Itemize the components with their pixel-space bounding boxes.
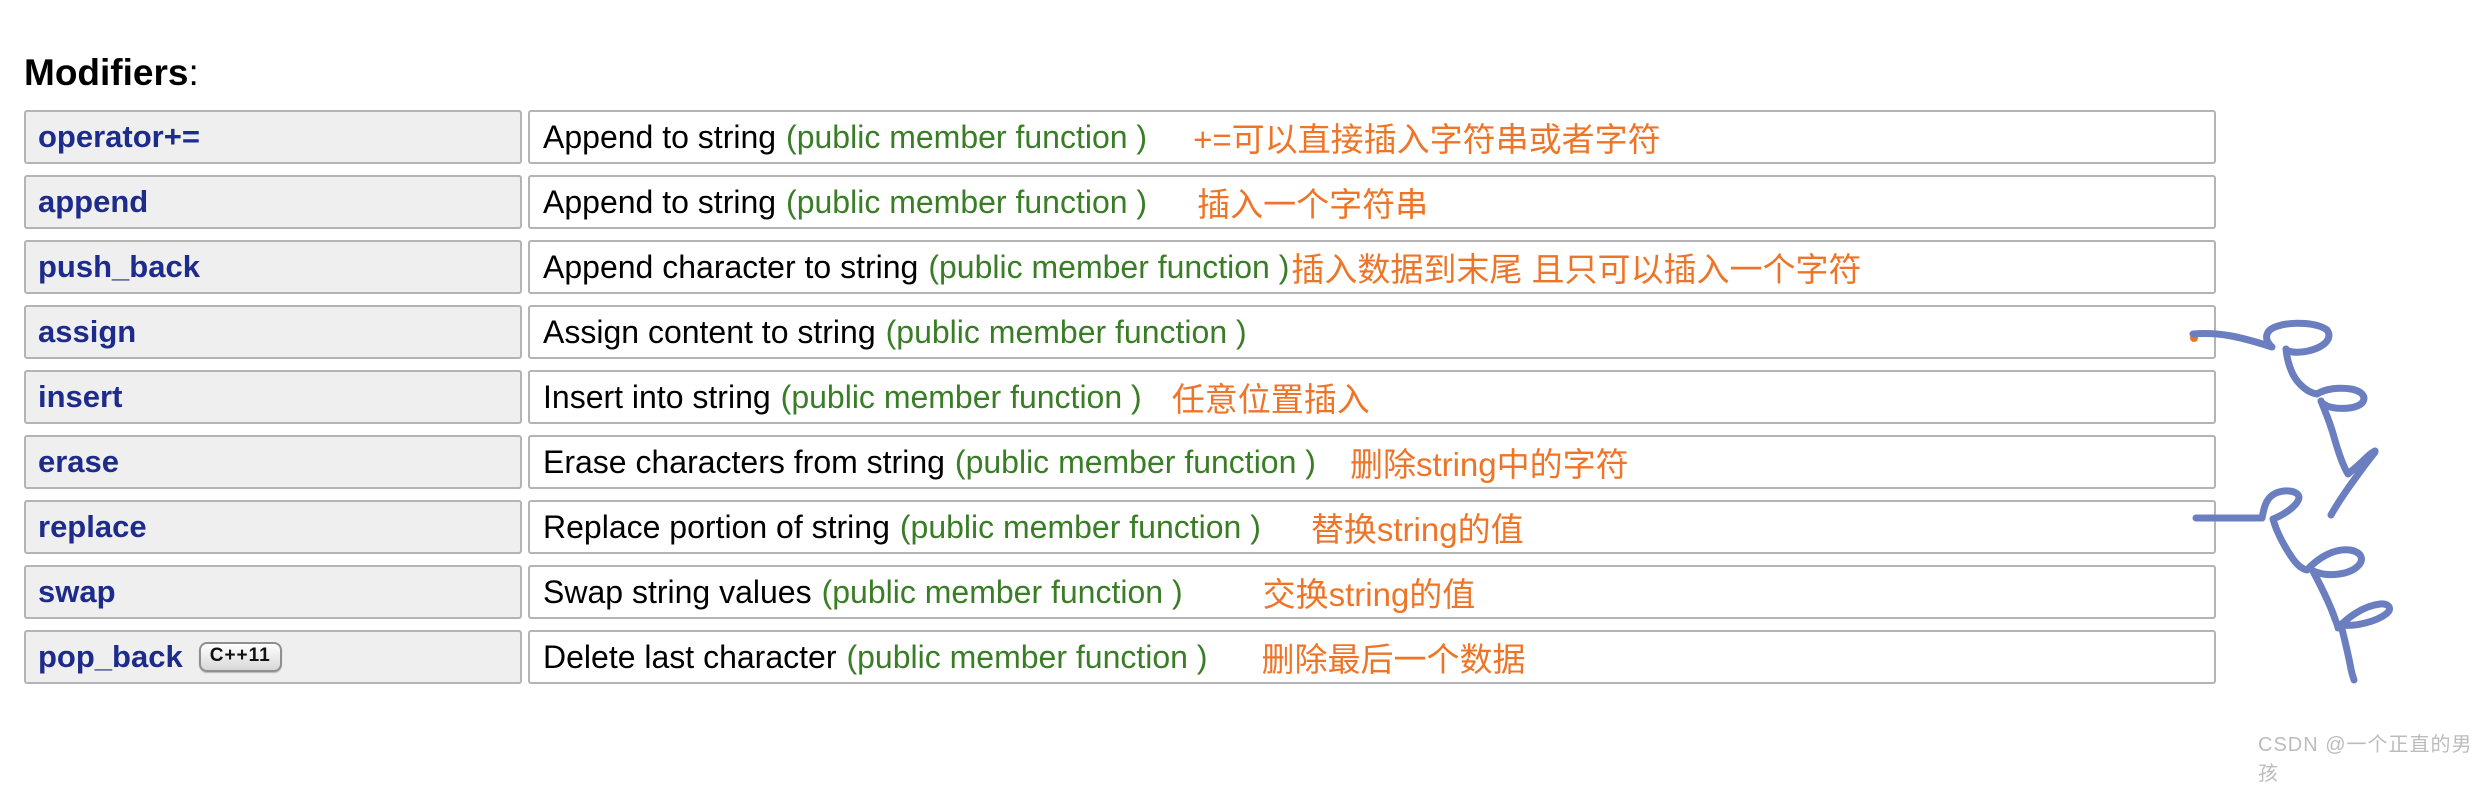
function-link[interactable]: push_back (38, 249, 200, 284)
function-desc-cell: Append character to string(public member… (528, 240, 2216, 294)
table-row: erase Erase characters from string(public… (24, 435, 2216, 489)
function-link[interactable]: append (38, 184, 149, 219)
function-description: Append to string (543, 183, 777, 220)
function-desc-cell: Swap string values(public member functio… (528, 565, 2216, 619)
function-description: Swap string values (543, 573, 812, 610)
annotation-note: 删除最后一个数据 (1261, 641, 1526, 678)
function-name-cell: pop_back C++11 (24, 630, 522, 684)
function-name-cell: append (24, 175, 522, 229)
function-description: Erase characters from string (543, 443, 945, 480)
handwritten-scribble (2189, 319, 2394, 684)
function-name-cell: erase (24, 435, 522, 489)
annotation-note: +=可以直接插入字符串或者字符 (1193, 121, 1661, 158)
member-function-type: (public member function ) (954, 443, 1316, 480)
scribble-stroke (2327, 448, 2379, 519)
member-function-type: (public member function ) (885, 313, 1247, 350)
member-function-type: (public member function ) (780, 378, 1142, 415)
function-link[interactable]: insert (38, 379, 123, 414)
function-desc-cell: Replace portion of string(public member … (528, 500, 2216, 554)
function-name-cell: replace (24, 500, 522, 554)
function-description: Append to string (543, 118, 777, 155)
annotation-note: 插入数据到末尾 且只可以插入一个字符 (1291, 251, 1862, 288)
function-description: Append character to string (543, 248, 919, 285)
scribble-coil-top (2189, 319, 2379, 478)
function-link[interactable]: replace (38, 509, 147, 544)
table-row: replace Replace portion of string(public … (24, 500, 2216, 554)
function-link[interactable]: swap (38, 574, 116, 609)
function-desc-cell: Append to string(public member function … (528, 110, 2216, 164)
annotation-note: 交换string的值 (1262, 576, 1476, 613)
page: Modifiers: operator+=Append to string(pu… (24, 52, 2472, 785)
function-description: Delete last character (543, 638, 837, 675)
annotation-note: 任意位置插入 (1171, 381, 1370, 418)
csdn-watermark: CSDN @一个正直的男孩 (2258, 734, 2473, 785)
function-name-cell: assign (24, 305, 522, 359)
function-link[interactable]: assign (38, 314, 137, 349)
function-name-cell: swap (24, 565, 522, 619)
annotation-note: 替换string的值 (1310, 511, 1524, 548)
member-function-type: (public member function ) (928, 248, 1290, 285)
member-function-type: (public member function ) (846, 638, 1208, 675)
member-function-type: (public member function ) (821, 573, 1183, 610)
annotation-note: 删除string中的字符 (1349, 446, 1629, 483)
function-description: Assign content to string (543, 313, 876, 350)
table-row: insert Insert into string(public member f… (24, 370, 2216, 424)
member-function-type: (public member function ) (899, 508, 1261, 545)
function-desc-cell: Insert into string(public member functio… (528, 370, 2216, 424)
table-row: swap Swap string values(public member fun… (24, 565, 2216, 619)
function-desc-cell: Delete last character(public member func… (528, 630, 2216, 684)
table-row: push_back Append character to string(publ… (24, 240, 2216, 294)
annotation-note: 插入一个字符串 (1197, 186, 1429, 223)
function-name-cell: operator+= (24, 110, 522, 164)
page-title: Modifiers: (24, 52, 199, 94)
function-description: Replace portion of string (543, 508, 890, 545)
member-function-type: (public member function ) (786, 183, 1148, 220)
modifiers-table: operator+=Append to string(public member… (24, 110, 2216, 684)
table-row: pop_back C++11 Delete last character(publi… (24, 630, 2216, 684)
function-desc-cell: Append to string(public member function … (528, 175, 2216, 229)
function-link[interactable]: pop_back (38, 639, 183, 674)
member-function-type: (public member function ) (786, 118, 1148, 155)
function-link[interactable]: erase (38, 444, 120, 479)
function-link[interactable]: operator+= (38, 119, 200, 154)
table-row: assign Assign content to string(public me… (24, 305, 2216, 359)
scribble-coil-bottom (2192, 487, 2394, 684)
page-title-text: Modifiers (24, 52, 189, 93)
function-name-cell: push_back (24, 240, 522, 294)
cpp11-badge: C++11 (198, 641, 282, 673)
function-desc-cell: Assign content to string(public member f… (528, 305, 2216, 359)
table-row: append Append to string(public member fun… (24, 175, 2216, 229)
page-title-colon: : (188, 52, 199, 93)
function-name-cell: insert (24, 370, 522, 424)
function-desc-cell: Erase characters from string(public memb… (528, 435, 2216, 489)
function-description: Insert into string (543, 378, 771, 415)
table-row: operator+= Append to string(public member… (24, 110, 2216, 164)
